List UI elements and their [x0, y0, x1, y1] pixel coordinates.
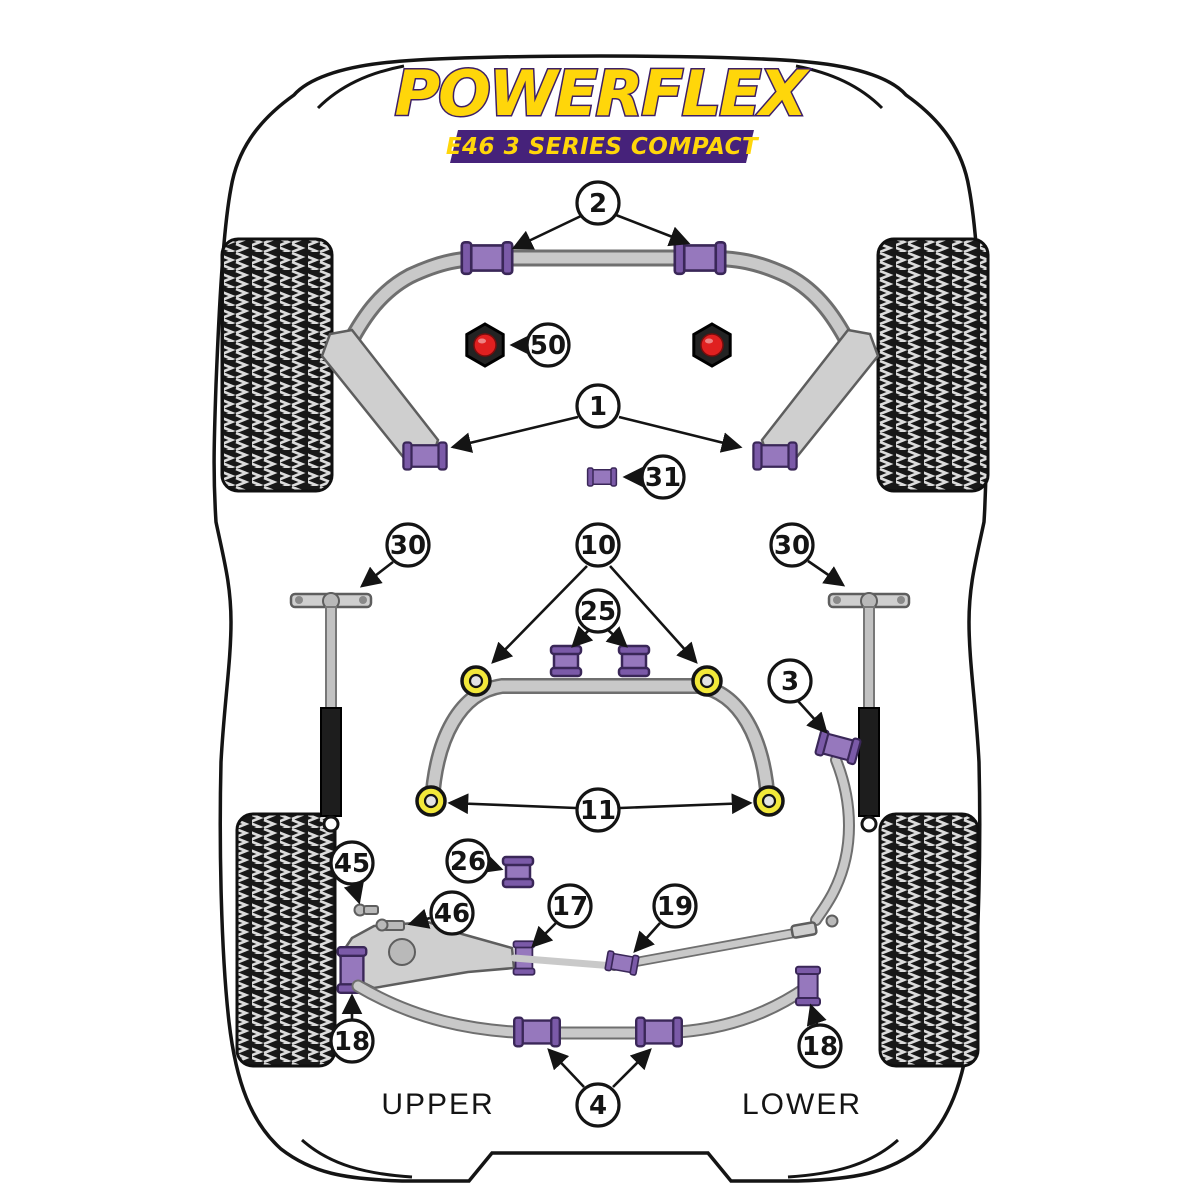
callout-31-steering-coupling: 31	[622, 454, 686, 500]
tire-rear-right	[878, 812, 980, 1068]
steering-rack-nut-right	[692, 322, 732, 368]
subframe-bush-rear-right	[753, 785, 785, 817]
callout-4-rear-arb-bushes: 4	[547, 1048, 652, 1128]
rear-arb-bush-right	[635, 1016, 683, 1048]
toe-link-outer-bolt	[825, 914, 839, 928]
callout-label: 25	[580, 597, 616, 627]
body-corner-line-bottom-right	[787, 1138, 899, 1179]
callout-19-toe-link-bush: 19	[633, 883, 698, 953]
steering-rack-nut-left	[465, 322, 505, 368]
callout-17-upper-link-bush: 17	[531, 883, 593, 948]
diff-mount-bush-left	[549, 644, 583, 678]
diff-mount-bush-right	[617, 644, 651, 678]
callout-18-trailing-arm-bush-right: 18	[797, 1003, 843, 1069]
callout-label: 50	[530, 331, 566, 361]
callout-label: 31	[645, 463, 681, 493]
body-corner-line-top-right	[795, 64, 884, 110]
callout-3-control-blade-bush: 3	[767, 658, 828, 734]
model-plate-label: E46 3 SERIES COMPACT	[446, 134, 760, 160]
callout-label: 3	[781, 667, 799, 697]
rear-control-blade	[810, 728, 863, 926]
trailing-arm-bolt-45	[353, 903, 379, 917]
front-anti-roll-bar	[320, 240, 880, 487]
support-bush-26	[501, 855, 535, 889]
callout-label: 17	[552, 892, 588, 922]
front-arb-bush-left	[460, 240, 514, 276]
callout-label: 1	[589, 392, 607, 422]
callout-50-rack-nut: 50	[509, 322, 571, 368]
toe-link-outer-bracket	[790, 921, 818, 939]
rear-shock-left	[289, 592, 373, 833]
callout-30-shock-left: 30	[359, 522, 431, 588]
callout-11-subframe-rear-bushes: 11	[447, 787, 753, 833]
steering-coupling-bush	[586, 467, 618, 487]
tire-rear-left	[235, 812, 337, 1068]
callout-2-front-arb-bushes: 2	[511, 180, 691, 250]
tire-front-right	[876, 237, 990, 493]
callout-label: 45	[334, 849, 370, 879]
front-drop-link-bush-right	[752, 441, 798, 471]
callout-label: 2	[589, 189, 607, 219]
callout-label: 30	[774, 531, 810, 561]
callout-label: 26	[450, 847, 486, 877]
label-upper: UPPER	[381, 1088, 494, 1121]
trailing-arm-bolt-46	[375, 918, 405, 932]
subframe-bush-rear-left	[415, 785, 447, 817]
powerflex-logo: POWERFLEX E46 3 SERIES COMPACT	[393, 56, 814, 163]
callout-label: 18	[334, 1027, 370, 1057]
trailing-arm-bush-right	[794, 965, 822, 1007]
subframe-bush-front-left	[460, 665, 492, 697]
callout-label: 19	[657, 892, 693, 922]
callout-26-support-bush: 26	[445, 838, 504, 884]
brand-wordmark: POWERFLEX	[395, 57, 811, 130]
rear-shock-right	[827, 592, 911, 833]
tire-front-left	[220, 237, 334, 493]
body-corner-line-top-left	[316, 64, 405, 110]
front-arb-bush-right	[673, 240, 727, 276]
callout-label: 46	[434, 899, 470, 929]
label-lower: LOWER	[742, 1088, 862, 1121]
body-corner-line-bottom-left	[301, 1138, 413, 1179]
model-plate-background	[450, 130, 754, 163]
rear-subframe	[415, 644, 785, 817]
rear-anti-roll-bar	[351, 965, 822, 1048]
front-drop-link-bush-left	[402, 441, 448, 471]
callout-45-trailing-arm-bolt: 45	[329, 840, 375, 905]
callout-label: 18	[802, 1032, 838, 1062]
callout-1-drop-link-bushes: 1	[450, 383, 743, 453]
callout-30-shock-right: 30	[769, 522, 846, 587]
rear-arb-bush-left	[513, 1016, 561, 1048]
subframe-bush-front-right	[691, 665, 723, 697]
callout-label: 30	[390, 531, 426, 561]
callout-label: 11	[580, 796, 616, 826]
callout-label: 10	[580, 531, 616, 561]
callout-label: 4	[589, 1091, 607, 1121]
callout-46-trailing-arm-bolt: 46	[407, 890, 475, 936]
rear-toe-link	[510, 914, 839, 977]
callout-25-diff-mount-bushes: 25	[571, 588, 628, 648]
callout-18-trailing-arm-bush-left: 18	[329, 993, 375, 1064]
callout-10-subframe-front-bushes: 10	[491, 522, 698, 664]
